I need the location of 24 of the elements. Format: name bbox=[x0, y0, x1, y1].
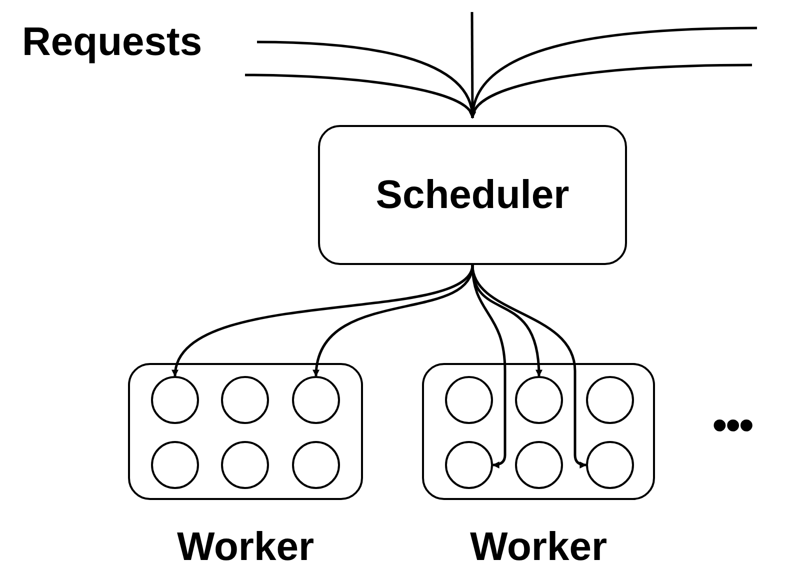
slot-circle bbox=[220, 376, 268, 424]
worker-label: Worker bbox=[468, 527, 608, 567]
slot-circle bbox=[292, 440, 340, 488]
worker-box bbox=[422, 363, 655, 500]
arrow bbox=[314, 264, 474, 377]
slot-circle bbox=[150, 376, 198, 424]
slot-circle bbox=[292, 376, 340, 424]
slot-circle bbox=[586, 376, 634, 424]
arrow bbox=[244, 74, 474, 119]
slot-circle bbox=[220, 440, 268, 488]
slot-circle bbox=[444, 440, 492, 488]
slot-circle bbox=[514, 376, 562, 424]
requests-label: Requests bbox=[22, 22, 202, 62]
arrow bbox=[471, 64, 752, 119]
worker-box bbox=[128, 363, 363, 500]
slot-circle bbox=[444, 376, 492, 424]
box-label: Scheduler bbox=[376, 172, 570, 218]
slot-circle bbox=[150, 440, 198, 488]
worker-label: Worker bbox=[176, 527, 316, 567]
slot-circle bbox=[586, 440, 634, 488]
arrow bbox=[471, 264, 587, 468]
scheduler-box bbox=[318, 125, 627, 265]
slot-circle bbox=[514, 440, 562, 488]
ellipsis-label: ••• bbox=[712, 404, 752, 448]
